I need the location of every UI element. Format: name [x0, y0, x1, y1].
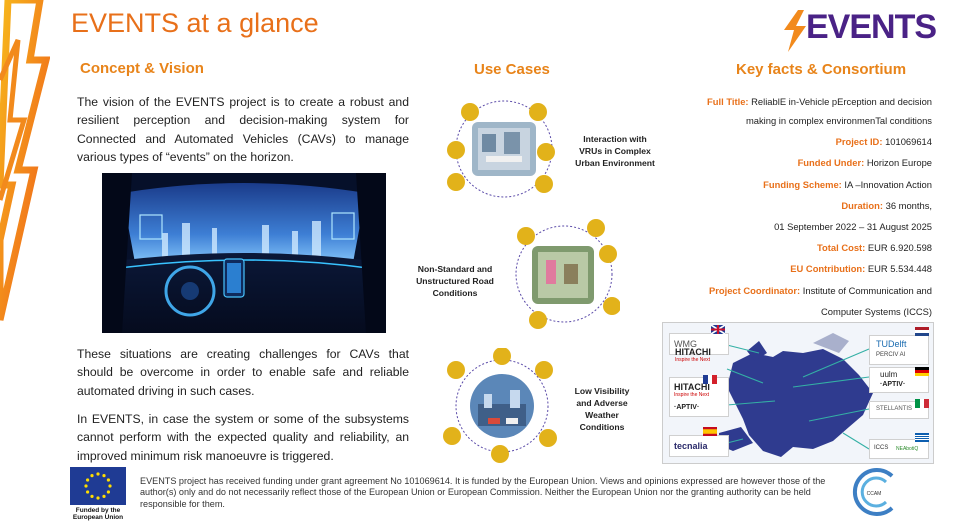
partner-iccs-neabotiq: ICCS NEAbotiQ [869, 439, 929, 459]
partner-tudelft-perciv: TUDelft PERCIV AI [869, 335, 929, 365]
partner-hitachi-uk: HITACHI Inspire the Next [675, 347, 711, 363]
coordinator-value-2: Computer Systems (ICCS) [821, 306, 932, 317]
concept-paragraph-2: These situations are creating challenges… [77, 347, 409, 398]
funded-under-label: Funded Under: [797, 157, 865, 168]
use-case-3-label: Low Visibility and Adverse Weather Condi… [574, 386, 630, 432]
logo-bolt-icon [784, 10, 806, 52]
italy-flag-icon [915, 399, 929, 408]
eu-contribution-label: EU Contribution: [790, 263, 866, 274]
eu-contribution-value: EUR 5.534.448 [867, 263, 932, 274]
france-flag-icon [703, 375, 717, 384]
duration-value-1: 36 months, [885, 200, 932, 211]
funding-scheme-value: IA –Innovation Action [844, 179, 932, 190]
coordinator-label: Project Coordinator: [708, 285, 801, 296]
full-title-row: Full Title: ReliablE in-Vehicle pErcepti… [707, 96, 932, 107]
logo-text: EVENTS [806, 8, 937, 46]
germany-flag-icon [915, 367, 929, 376]
total-cost-label: Total Cost: [817, 242, 866, 253]
duration-row: Duration: 36 months, [841, 200, 932, 211]
total-cost-value: EUR 6.920.598 [867, 242, 932, 253]
concept-heading: Concept & Vision [80, 60, 204, 77]
duration-value-2: 01 September 2022 – 31 August 2025 [774, 221, 932, 232]
partner-tecnalia: tecnalia [669, 435, 729, 457]
eu-contribution-row: EU Contribution: EUR 5.534.448 [790, 263, 932, 274]
car-interior-image [102, 173, 386, 333]
use-case-road-conditions-graphic [515, 219, 620, 329]
coordinator-row: Project Coordinator: Institute of Commun… [709, 285, 932, 296]
spain-flag-icon [703, 427, 717, 436]
decorative-bolt-graphic [0, 0, 50, 321]
partner-wmg: WMG [669, 333, 729, 355]
project-id-value: 101069614 [885, 136, 932, 147]
duration-row-2: 01 September 2022 – 31 August 2025 [774, 221, 932, 232]
concept-paragraph-1: The vision of the EVENTS project is to c… [77, 95, 409, 165]
full-title-value-1: ReliablE in-Vehicle pErception and decis… [751, 96, 932, 107]
duration-label: Duration: [841, 200, 883, 211]
partner-hitachi-fr: HITACHI Inspire the Next ·APTIV· [669, 377, 729, 417]
uk-flag-icon [711, 325, 725, 334]
concept-paragraph-3: In EVENTS, in case the system or some of… [77, 412, 409, 463]
use-cases-heading: Use Cases [474, 61, 550, 78]
use-case-2-label: Non-Standard and Unstructured Road Condi… [416, 264, 494, 298]
partner-stellantis: STELLANTIS [869, 401, 929, 419]
consortium-map: WMG HITACHI Inspire the Next HITACHI Ins… [662, 322, 934, 464]
funding-scheme-label: Funding Scheme: [763, 179, 842, 190]
funding-scheme-row: Funding Scheme: IA –Innovation Action [763, 179, 932, 190]
project-id-label: Project ID: [835, 136, 883, 147]
events-logo: EVENTS [780, 6, 950, 52]
funded-under-value: Horizon Europe [866, 157, 932, 168]
ccam-text: CCAM [867, 491, 882, 497]
ccam-logo: CCAM [852, 468, 894, 516]
coordinator-value-1: Institute of Communication and [802, 285, 932, 296]
full-title-label: Full Title: [707, 96, 749, 107]
key-facts-heading: Key facts & Consortium [736, 61, 907, 78]
full-title-row-2: making in complex environmenTal conditio… [746, 115, 932, 126]
project-id-row: Project ID: 101069614 [836, 136, 932, 147]
netherlands-flag-icon [915, 327, 929, 336]
use-case-weather-graphic [443, 348, 557, 463]
total-cost-row: Total Cost: EUR 6.920.598 [817, 242, 932, 253]
greece-flag-icon [915, 433, 929, 442]
funding-disclaimer: EVENTS project has received funding unde… [140, 476, 826, 509]
eu-funding-caption: Funded by the European Union [72, 507, 124, 521]
full-title-value-2: making in complex environmenTal conditio… [745, 115, 932, 126]
use-case-1-label: Interaction with VRUs in Complex Urban E… [575, 134, 655, 168]
use-case-urban-graphic [447, 100, 555, 198]
coordinator-row-2: Computer Systems (ICCS) [821, 306, 932, 317]
page-title: EVENTS at a glance [71, 8, 319, 38]
funded-under-row: Funded Under: Horizon Europe [798, 157, 932, 168]
eu-flag-icon [70, 467, 126, 505]
